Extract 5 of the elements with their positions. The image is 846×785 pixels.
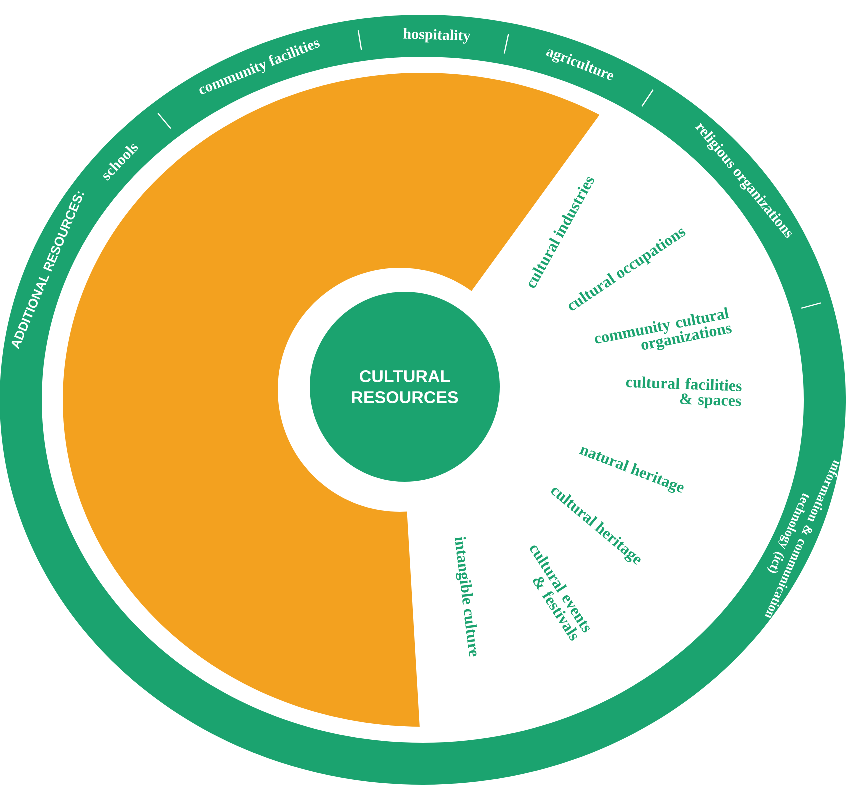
category-label: community cultural organizations [595,307,732,350]
category-label: intangible culture [454,536,478,657]
center-disk: CULTURAL RESOURCES [310,292,500,482]
category-label: cultural facilities & spaces [626,376,742,409]
ring-label: hospitality [404,28,471,44]
